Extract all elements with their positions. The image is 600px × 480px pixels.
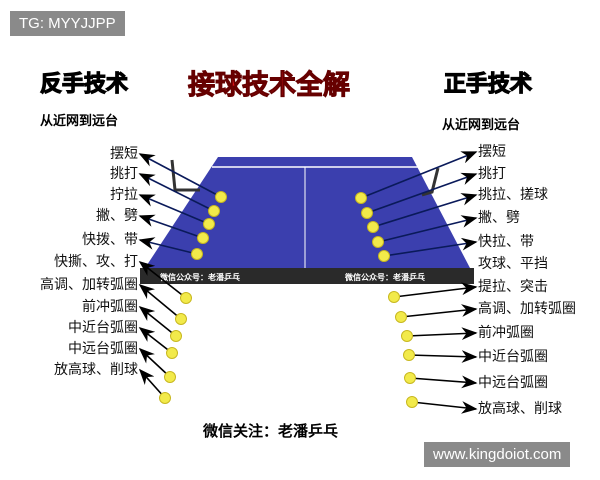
backhand-item: 放高球、削球: [54, 362, 138, 378]
forehand-arrow: [372, 193, 478, 228]
forehand-item: 攻球、平挡: [478, 256, 548, 272]
backhand-arrow: [138, 327, 173, 354]
backhand-item: 高调、加转弧圈: [40, 277, 138, 293]
ball-icon: [388, 291, 400, 303]
ball-icon: [203, 218, 215, 230]
backhand-arrow: [138, 261, 187, 299]
ball-icon: [378, 250, 390, 262]
table-label-right: 微信公众号：老潘乒乓: [344, 272, 425, 282]
ball-icon: [159, 392, 171, 404]
backhand-item: 中近台弧圈: [68, 320, 138, 336]
forehand-item: 撇、劈: [478, 210, 520, 226]
forehand-item: 摆短: [478, 144, 506, 160]
watermark-bottom: www.kingdoiot.com: [424, 442, 571, 467]
forehand-item: 高调、加转弧圈: [478, 301, 576, 317]
page-title: 接球技术全解: [188, 70, 351, 102]
backhand-arrow: [138, 347, 171, 378]
forehand-arrow: [411, 401, 478, 414]
ball-icon: [175, 313, 187, 325]
ball-icon: [367, 221, 379, 233]
ball-icon: [197, 232, 209, 244]
backhand-item: 撇、劈: [96, 208, 138, 224]
forehand-arrow: [360, 151, 478, 199]
ball-icon: [395, 311, 407, 323]
ball-icon: [164, 371, 176, 383]
forehand-item: 前冲弧圈: [478, 325, 534, 341]
backhand-item: 拧拉: [110, 187, 138, 203]
forehand-heading: 正手技术: [443, 71, 533, 97]
ball-icon: [166, 347, 178, 359]
backhand-arrow: [138, 368, 166, 399]
footer-text: 微信关注：老潘乒乓: [203, 422, 339, 440]
ball-icon: [372, 236, 384, 248]
forehand-arrow: [366, 172, 478, 214]
forehand-item: 中远台弧圈: [478, 375, 548, 391]
forehand-subheading: 从近网到远台: [442, 118, 521, 133]
watermark-top: TG: MYYJJPP: [10, 11, 125, 36]
forehand-item: 中近台弧圈: [478, 349, 548, 365]
backhand-arrow: [138, 194, 210, 225]
backhand-arrow: [138, 153, 222, 198]
backhand-arrow: [138, 173, 215, 212]
ball-icon: [208, 205, 220, 217]
forehand-arrow: [408, 350, 478, 363]
backhand-arrow: [138, 237, 198, 255]
ball-icon: [361, 207, 373, 219]
forehand-arrow: [406, 327, 478, 341]
ball-icon: [404, 372, 416, 384]
forehand-arrow: [409, 375, 478, 389]
ball-icon: [180, 292, 192, 304]
table-skirt: [140, 268, 474, 284]
ball-icon: [401, 330, 413, 342]
ball-icon: [215, 191, 227, 203]
ball-icon: [191, 248, 203, 260]
ball-icon: [355, 192, 367, 204]
forehand-arrow: [377, 215, 478, 243]
net-post-left: [170, 159, 200, 192]
forehand-item: 挑打: [478, 166, 506, 182]
forehand-arrow: [400, 304, 478, 318]
backhand-heading: 反手技术: [39, 71, 129, 97]
ball-icon: [406, 396, 418, 408]
forehand-item: 快拉、带: [478, 234, 534, 250]
forehand-arrow: [383, 237, 478, 257]
forehand-item: 放高球、削球: [478, 401, 562, 417]
forehand-arrow: [393, 282, 478, 298]
backhand-item: 快拨、带: [82, 232, 138, 248]
backhand-item: 中远台弧圈: [68, 341, 138, 357]
backhand-item: 摆短: [110, 146, 138, 162]
table-top: [145, 157, 470, 268]
backhand-arrow: [138, 283, 182, 320]
table-label-left: 微信公众号：老潘乒乓: [159, 272, 240, 282]
ball-icon: [170, 330, 182, 342]
ball-icon: [403, 349, 415, 361]
backhand-subheading: 从近网到远台: [40, 114, 119, 129]
forehand-item: 挑拉、搓球: [478, 187, 548, 203]
backhand-arrow: [138, 214, 204, 239]
forehand-item: 提拉、突击: [478, 279, 548, 295]
net-post-right: [421, 167, 440, 197]
backhand-item: 前冲弧圈: [82, 299, 138, 315]
backhand-arrow: [138, 305, 177, 337]
backhand-item: 挑打: [110, 166, 138, 182]
backhand-item: 快撕、攻、打: [54, 254, 138, 270]
